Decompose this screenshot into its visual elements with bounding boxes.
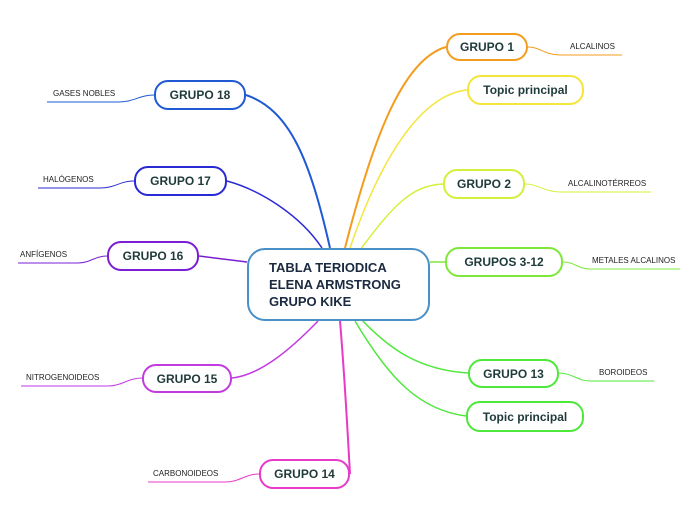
topic-grupo-18[interactable]: GRUPO 18 xyxy=(154,80,246,110)
link-halogenos xyxy=(38,180,135,189)
link-gases xyxy=(47,94,155,103)
link-metales xyxy=(562,261,680,270)
link-grupo15 xyxy=(231,320,319,379)
topic-grupo-17[interactable]: GRUPO 17 xyxy=(134,166,227,196)
subtopic-alcalinoterreos[interactable]: ALCALINOTÉRREOS xyxy=(568,179,647,188)
central-line-2: ELENA ARMSTRONG xyxy=(269,277,401,292)
central-line-1: TABLA TERIODICA xyxy=(269,260,387,275)
link-grupo13 xyxy=(359,317,469,374)
link-topic2 xyxy=(354,320,467,417)
link-alcalinoterreos xyxy=(524,183,651,193)
topic-principal-2[interactable]: Topic principal xyxy=(466,401,584,432)
link-boroideos xyxy=(558,372,654,382)
topic-grupos-3-12[interactable]: GRUPOS 3-12 xyxy=(445,247,563,277)
subtopic-anfigenos[interactable]: ANFÍGENOS xyxy=(20,250,68,259)
link-grupo17 xyxy=(226,180,323,249)
subtopic-alcalinos[interactable]: ALCALINOS xyxy=(570,42,615,51)
subtopic-gases-nobles[interactable]: GASES NOBLES xyxy=(53,89,116,98)
topic-grupo-1[interactable]: GRUPO 1 xyxy=(446,33,528,61)
link-grupo18 xyxy=(245,94,331,249)
topic-grupo-2[interactable]: GRUPO 2 xyxy=(443,169,525,199)
subtopic-metales-alcalinos[interactable]: METALES ALCALINOS xyxy=(592,256,676,265)
central-topic[interactable]: TABLA TERIODICA ELENA ARMSTRONG GRUPO KI… xyxy=(247,248,430,321)
central-line-3: GRUPO KIKE xyxy=(269,294,352,309)
topic-principal-1[interactable]: Topic principal xyxy=(467,75,584,105)
link-topic1 xyxy=(349,89,468,249)
link-grupo2 xyxy=(359,183,444,251)
link-grupo14 xyxy=(339,320,351,475)
topic-grupo-14[interactable]: GRUPO 14 xyxy=(259,459,350,489)
link-alcalinos xyxy=(527,46,622,56)
link-carbonoideos xyxy=(148,473,260,483)
subtopic-carbonoideos[interactable]: CARBONOIDEOS xyxy=(153,469,219,478)
link-anfigenos xyxy=(18,255,108,264)
link-nitrogenoideos xyxy=(21,377,143,387)
topic-grupo-13[interactable]: GRUPO 13 xyxy=(468,359,559,388)
subtopic-halogenos[interactable]: HALÓGENOS xyxy=(43,175,94,184)
topic-grupo-16[interactable]: GRUPO 16 xyxy=(107,241,199,271)
link-grupo1 xyxy=(344,46,447,249)
subtopic-nitrogenoideos[interactable]: NITROGENOIDEOS xyxy=(26,373,100,382)
subtopic-boroideos[interactable]: BOROIDEOS xyxy=(599,368,648,377)
link-grupo16 xyxy=(198,255,248,263)
topic-grupo-15[interactable]: GRUPO 15 xyxy=(142,364,232,393)
